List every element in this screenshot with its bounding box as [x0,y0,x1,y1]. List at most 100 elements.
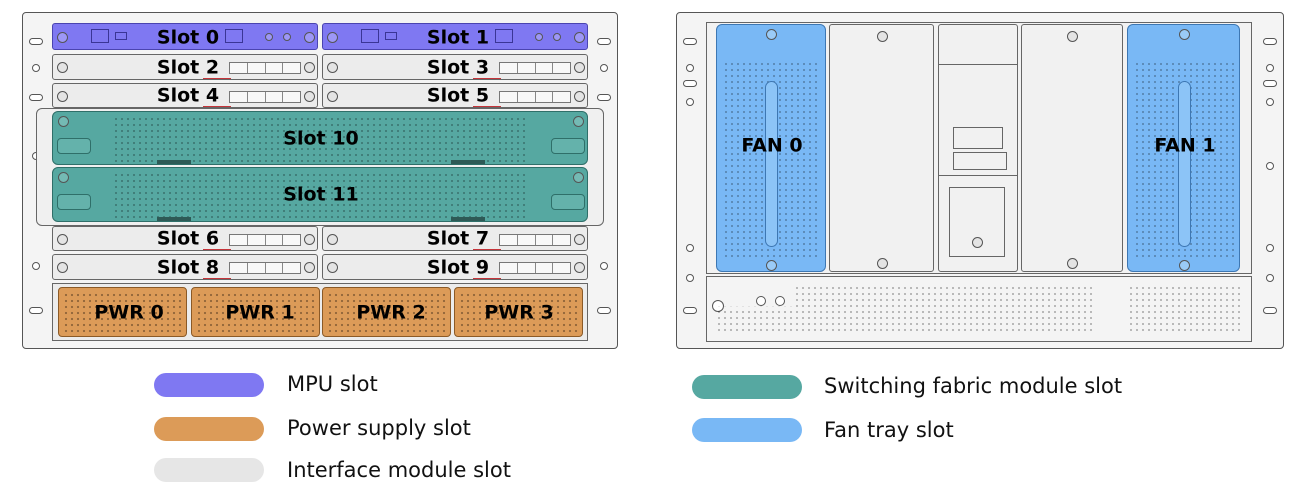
ear-slot-hole [597,94,611,101]
legend-label-interface: Interface module slot [287,458,511,482]
interface-slot-8[interactable]: Slot 8 [52,254,318,280]
front-right-ear [590,12,618,349]
legend-label-power: Power supply slot [287,416,471,440]
port-strip [499,262,571,274]
legend-swatch-interface [154,458,264,482]
vent-mesh [459,292,580,334]
led-icon [553,33,561,41]
power-slot-0[interactable]: PWR 0 [58,287,187,337]
rear-left-ear [676,12,704,349]
interface-slot-9[interactable]: Slot 9 [322,254,588,280]
screw-icon [1067,31,1078,42]
screw-icon [57,234,68,245]
screw-icon [327,62,338,73]
interface-slot-5[interactable]: Slot 5 [322,83,588,108]
power-slot-2[interactable]: PWR 2 [322,287,451,337]
mpu-slot-0[interactable]: Slot 0 [52,23,318,50]
interface-slot-6[interactable]: Slot 6 [52,226,318,251]
ear-hole [600,64,608,72]
fan-handle[interactable] [1178,81,1191,247]
ear-hole [1266,98,1274,106]
screw-icon [58,172,69,183]
release-tab [473,278,501,279]
port-strip [499,91,571,103]
fan-handle[interactable] [765,81,778,247]
screw-icon [766,29,777,40]
ear-slot-hole [597,38,611,45]
screw-icon [327,234,338,245]
port-strip [499,234,571,246]
vent-mesh [196,292,317,334]
release-tab [451,217,485,221]
ear-hole [1266,162,1274,170]
release-tab [203,106,231,107]
center-panel [938,24,1018,272]
screw-icon [1179,260,1190,271]
fabric-handle-left[interactable] [57,138,91,154]
interface-slot-3[interactable]: Slot 3 [322,54,588,80]
slot-label: Slot 4 [156,84,220,107]
fabric-handle-left[interactable] [57,194,91,210]
power-slot-1[interactable]: PWR 1 [191,287,320,337]
release-tab [157,160,191,164]
ear-hole [600,262,608,270]
slot-label: PWR 2 [356,301,426,324]
slot-label: Slot 11 [283,183,359,206]
screw-icon [57,262,68,273]
interface-slot-7[interactable]: Slot 7 [322,226,588,251]
slot-label: Slot 7 [426,227,490,250]
ground-icon [712,300,724,312]
slot-label: PWR 3 [484,301,554,324]
port-strip [229,234,301,246]
vent-mesh [327,292,448,334]
slot-label: Slot 2 [156,56,220,79]
interface-slot-4[interactable]: Slot 4 [52,83,318,108]
mpu-slot-1[interactable]: Slot 1 [322,23,588,50]
esd-jack-icon [775,296,785,306]
fan-tray-slot-0[interactable]: FAN 0 [716,24,826,272]
screw-icon [327,262,338,273]
screw-icon [304,62,315,73]
latch-plate [949,187,1005,257]
center-top-block [939,25,1017,65]
ethernet-port-icon [225,29,243,43]
fabric-slot-11[interactable]: Slot 11 [52,167,588,222]
fabric-slot-10[interactable]: Slot 10 [52,111,588,165]
blank-panel [829,24,934,272]
screw-icon [57,32,68,43]
slot-label: PWR 1 [225,301,295,324]
screw-icon [304,234,315,245]
ear-hole [32,64,40,72]
screw-icon [574,62,585,73]
ethernet-port-icon [361,29,379,43]
legend-label-fan: Fan tray slot [824,418,954,442]
led-icon [283,33,291,41]
release-tab [203,278,231,279]
ear-hole [1266,244,1274,252]
legend-swatch-fan [692,418,802,442]
usb-port-icon [385,32,397,40]
screw-icon [58,116,69,127]
screw-icon [327,91,338,102]
fabric-handle-right[interactable] [551,194,585,210]
ear-hole [686,244,694,252]
screw-icon [972,237,983,248]
interface-slot-2[interactable]: Slot 2 [52,54,318,80]
release-tab [473,106,501,107]
screw-icon [574,262,585,273]
ear-slot-hole [1263,38,1277,45]
screw-icon [877,258,888,269]
power-slot-3[interactable]: PWR 3 [454,287,583,337]
screw-icon [574,91,585,102]
screw-icon [304,262,315,273]
release-tab [473,78,501,79]
ear-hole [1266,64,1274,72]
fan-tray-slot-1[interactable]: FAN 1 [1127,24,1240,272]
screw-icon [57,62,68,73]
ear-hole [686,274,694,282]
ethernet-port-icon [91,29,109,43]
fabric-handle-right[interactable] [551,138,585,154]
vent-mesh [113,116,529,162]
screw-icon [1067,258,1078,269]
center-lower-block [939,175,1017,271]
